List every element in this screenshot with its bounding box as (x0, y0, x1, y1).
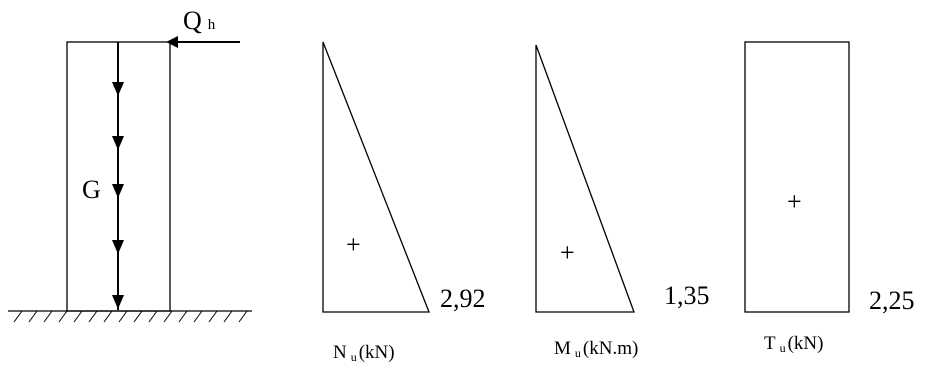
ground-hatch-mark (238, 310, 248, 323)
ground-hatch-mark (73, 310, 83, 323)
ground-hatch-mark (193, 310, 203, 323)
ground-hatch-mark (163, 310, 173, 323)
ground-hatch-mark (28, 310, 38, 323)
ground-hatch-mark (223, 310, 233, 323)
ground-hatch-mark (208, 310, 218, 323)
ground-hatch-mark (43, 310, 53, 323)
ground-hatch-mark (88, 310, 98, 323)
ground-support (8, 310, 252, 323)
normal-force-diagram (322, 41, 430, 313)
ground-hatch-mark (118, 310, 128, 323)
self-weight-arrows (112, 42, 124, 310)
ground-hatch-mark (58, 310, 68, 323)
normal-force-value: 2,92 (440, 284, 486, 313)
moment-diagram (535, 44, 635, 313)
moment-sign: + (560, 238, 575, 267)
weight-label: G (82, 175, 101, 204)
shear-sign: + (787, 187, 802, 216)
horizontal-load-arrow (166, 36, 240, 48)
ground-hatch-mark (103, 310, 113, 323)
moment-value: 1,35 (664, 281, 710, 310)
ground-hatch-mark (133, 310, 143, 323)
ground-hatch-mark (178, 310, 188, 323)
ground-hatch-mark (148, 310, 158, 323)
normal-force-sign: + (346, 230, 361, 259)
shear-diagram (744, 41, 850, 313)
ground-hatch-mark (13, 310, 23, 323)
shear-value: 2,25 (869, 286, 915, 315)
